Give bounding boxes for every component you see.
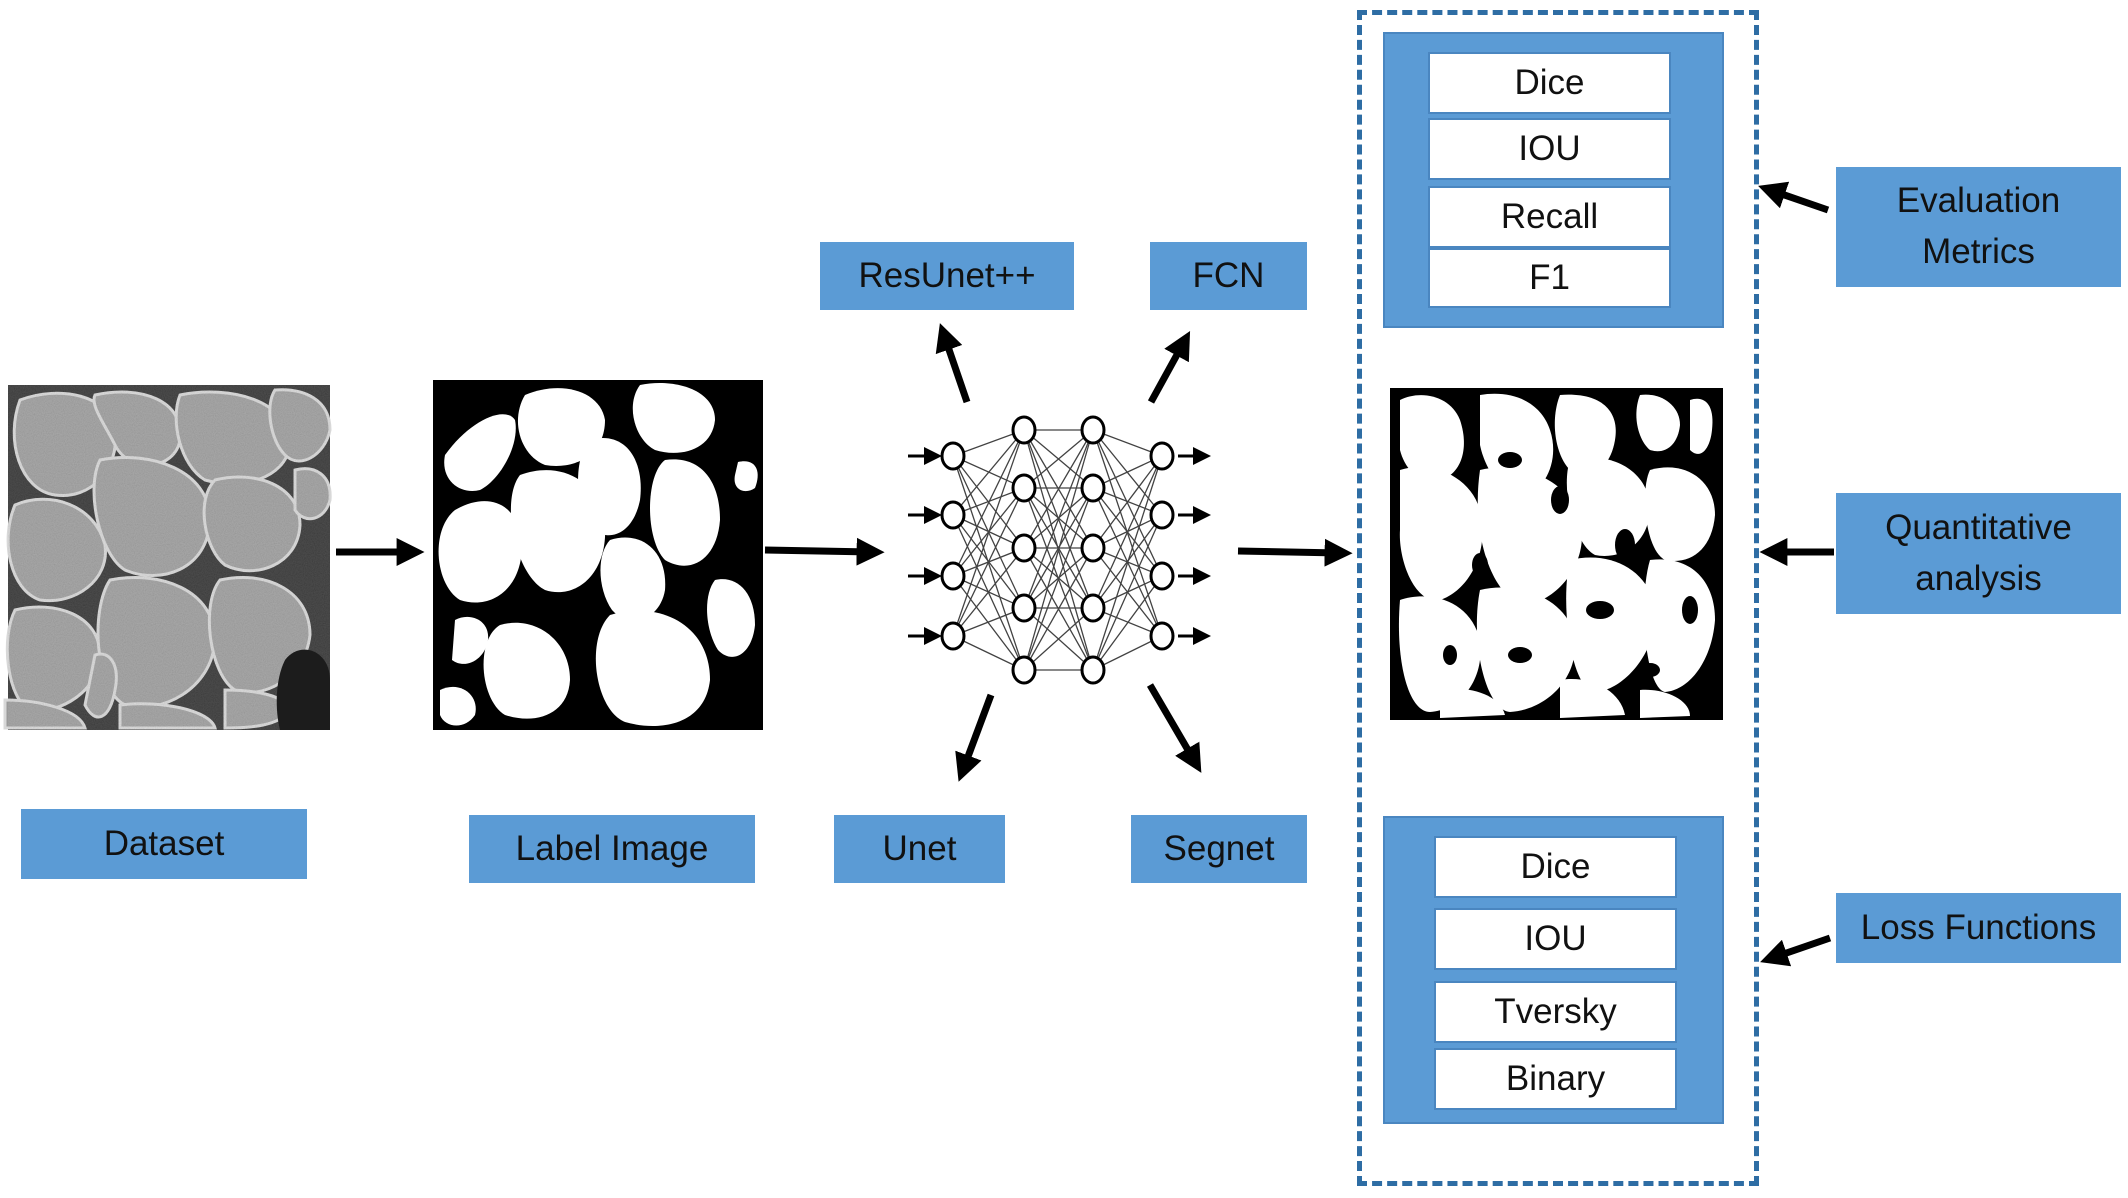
network-node	[1080, 655, 1106, 685]
model-resunet-text: ResUnet++	[858, 255, 1036, 295]
arrow-to-fcn	[1147, 330, 1191, 404]
label-image-icon	[433, 380, 763, 730]
network-node	[940, 621, 966, 651]
network-node	[1080, 473, 1106, 503]
network-edge	[952, 635, 1025, 671]
model-fcn-label: FCN	[1150, 242, 1307, 310]
network-edge	[1092, 514, 1163, 671]
dataset-image-icon	[3, 385, 332, 730]
flow-arrows	[336, 181, 1834, 967]
network-edge	[952, 429, 1025, 516]
model-segnet-label: Segnet	[1131, 815, 1307, 883]
network-node	[1149, 441, 1175, 471]
quantitative-analysis-text: Quantitative analysis	[1885, 507, 2072, 598]
label-image-label: Label Image	[469, 815, 755, 883]
model-resunet-label: ResUnet++	[820, 242, 1074, 310]
metric-recall: Recall	[1428, 186, 1671, 248]
model-unet-label: Unet	[834, 815, 1005, 883]
network-node	[1011, 593, 1037, 623]
loss-functions-text: Loss Functions	[1860, 907, 2097, 947]
dataset-label: Dataset	[21, 809, 307, 879]
metric-dice: Dice	[1428, 52, 1671, 114]
network-edge	[1023, 429, 1094, 489]
network-node	[1149, 561, 1175, 591]
label-image-label-text: Label Image	[515, 828, 709, 868]
network-edge	[952, 575, 1025, 671]
segmentation-output-icon	[1390, 388, 1723, 720]
loss-functions-panel: Dice IOU Tversky Binary	[1383, 816, 1724, 1124]
neural-network-icon	[908, 415, 1211, 685]
metric-iou: IOU	[1428, 118, 1671, 180]
network-edge	[952, 487, 1025, 637]
arrow-to-unet	[955, 693, 995, 782]
loss-functions-label: Loss Functions	[1836, 893, 2121, 963]
loss-iou: IOU	[1434, 908, 1677, 970]
loss-tversky: Tversky	[1434, 981, 1677, 1043]
network-node	[1011, 655, 1037, 685]
network-edge	[1023, 547, 1094, 671]
quantitative-analysis-label: Quantitative analysis	[1836, 493, 2121, 614]
network-node	[1149, 500, 1175, 530]
network-node	[1011, 533, 1037, 563]
metric-f1: F1	[1428, 248, 1671, 308]
network-node	[1011, 473, 1037, 503]
evaluation-metrics-text: Evaluation Metrics	[1896, 181, 2061, 271]
loss-dice: Dice	[1434, 836, 1677, 898]
arrow-network-to-output	[1237, 538, 1353, 567]
arrow-from-loss-functions	[1760, 934, 1832, 967]
model-segnet-text: Segnet	[1163, 828, 1275, 868]
network-edge	[1023, 429, 1094, 671]
network-edge	[1023, 429, 1094, 549]
network-edge	[1023, 429, 1094, 609]
evaluation-metrics-label: Evaluation Metrics	[1836, 167, 2121, 287]
loss-binary: Binary	[1434, 1048, 1677, 1110]
network-edge	[952, 547, 1025, 637]
network-edge	[1092, 455, 1163, 549]
arrow-to-segnet	[1146, 683, 1202, 773]
network-node	[940, 561, 966, 591]
network-node	[940, 500, 966, 530]
arrow-label-to-network	[764, 537, 885, 566]
network-node	[1080, 593, 1106, 623]
network-edge	[952, 429, 1025, 577]
network-edge	[1023, 607, 1094, 671]
network-node	[940, 441, 966, 471]
network-node	[1080, 415, 1106, 445]
output-analysis-frame	[1357, 10, 1759, 1186]
model-fcn-text: FCN	[1192, 255, 1265, 295]
evaluation-metrics-panel: Dice IOU Recall F1	[1383, 32, 1724, 328]
network-node	[1080, 533, 1106, 563]
arrow-from-evaluation-metrics	[1758, 181, 1830, 214]
network-edge	[952, 429, 1025, 637]
network-edge	[1092, 575, 1163, 671]
network-edge	[1023, 487, 1094, 671]
network-edge	[1092, 455, 1163, 609]
model-unet-text: Unet	[882, 828, 957, 868]
network-edge	[1092, 455, 1163, 671]
dataset-label-text: Dataset	[103, 823, 225, 863]
network-node	[1149, 621, 1175, 651]
arrow-to-resunet	[935, 323, 971, 404]
network-node	[1011, 415, 1037, 445]
